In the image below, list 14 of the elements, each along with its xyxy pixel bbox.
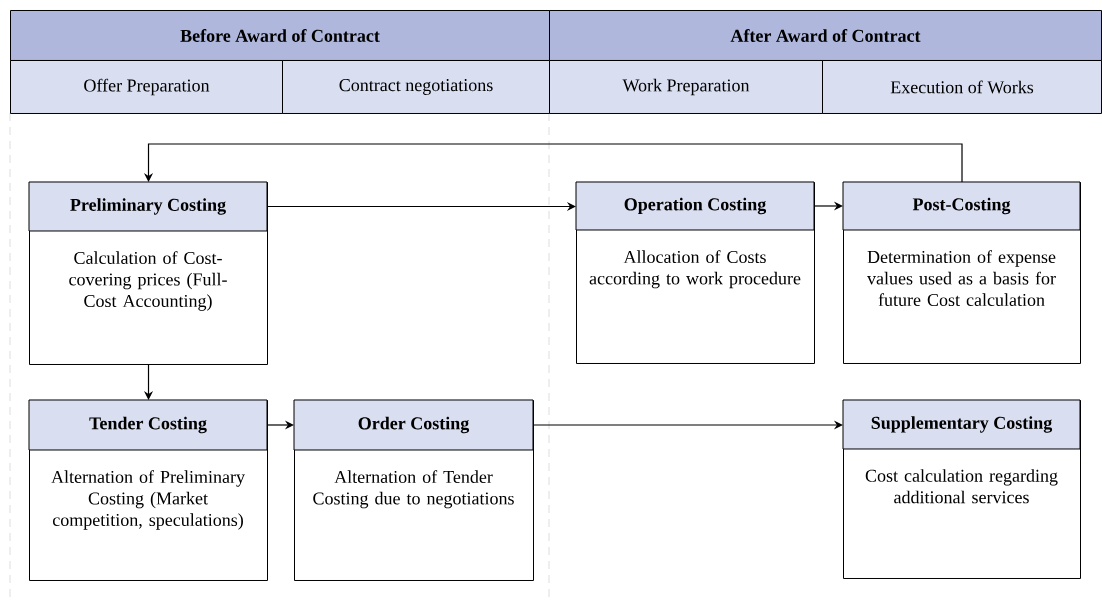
phase-header: After Award of Contract <box>549 10 1102 61</box>
costing-box: Preliminary Costing Calculation of Cost-covering prices (Full-Cost Accounting) <box>28 181 268 365</box>
phase-header: Before Award of Contract <box>10 10 550 61</box>
node-label: Execution of Works <box>890 80 1034 94</box>
costing-box: Post-Costing Determination of expense values used as a basis for future Cost calculation <box>842 181 1081 364</box>
node-label: After Award of Contract <box>730 29 921 42</box>
stage-header: Work Preparation <box>549 60 823 114</box>
costing-box: Tender Costing Alternation of Preliminary Costing (Market competition, speculations) <box>28 399 268 581</box>
costing-box: Supplementary Costing Cost calculation regarding additional services <box>842 399 1081 579</box>
costing-box: Operation Costing Allocation of Costs according to work procedure <box>575 181 815 364</box>
stage-header: Execution of Works <box>822 60 1102 114</box>
stage-header: Offer Preparation <box>10 60 283 114</box>
costing-box: Order Costing Alternation of Tender Costing due to negotiations <box>293 399 534 581</box>
stage-header: Contract negotiations <box>282 60 550 114</box>
